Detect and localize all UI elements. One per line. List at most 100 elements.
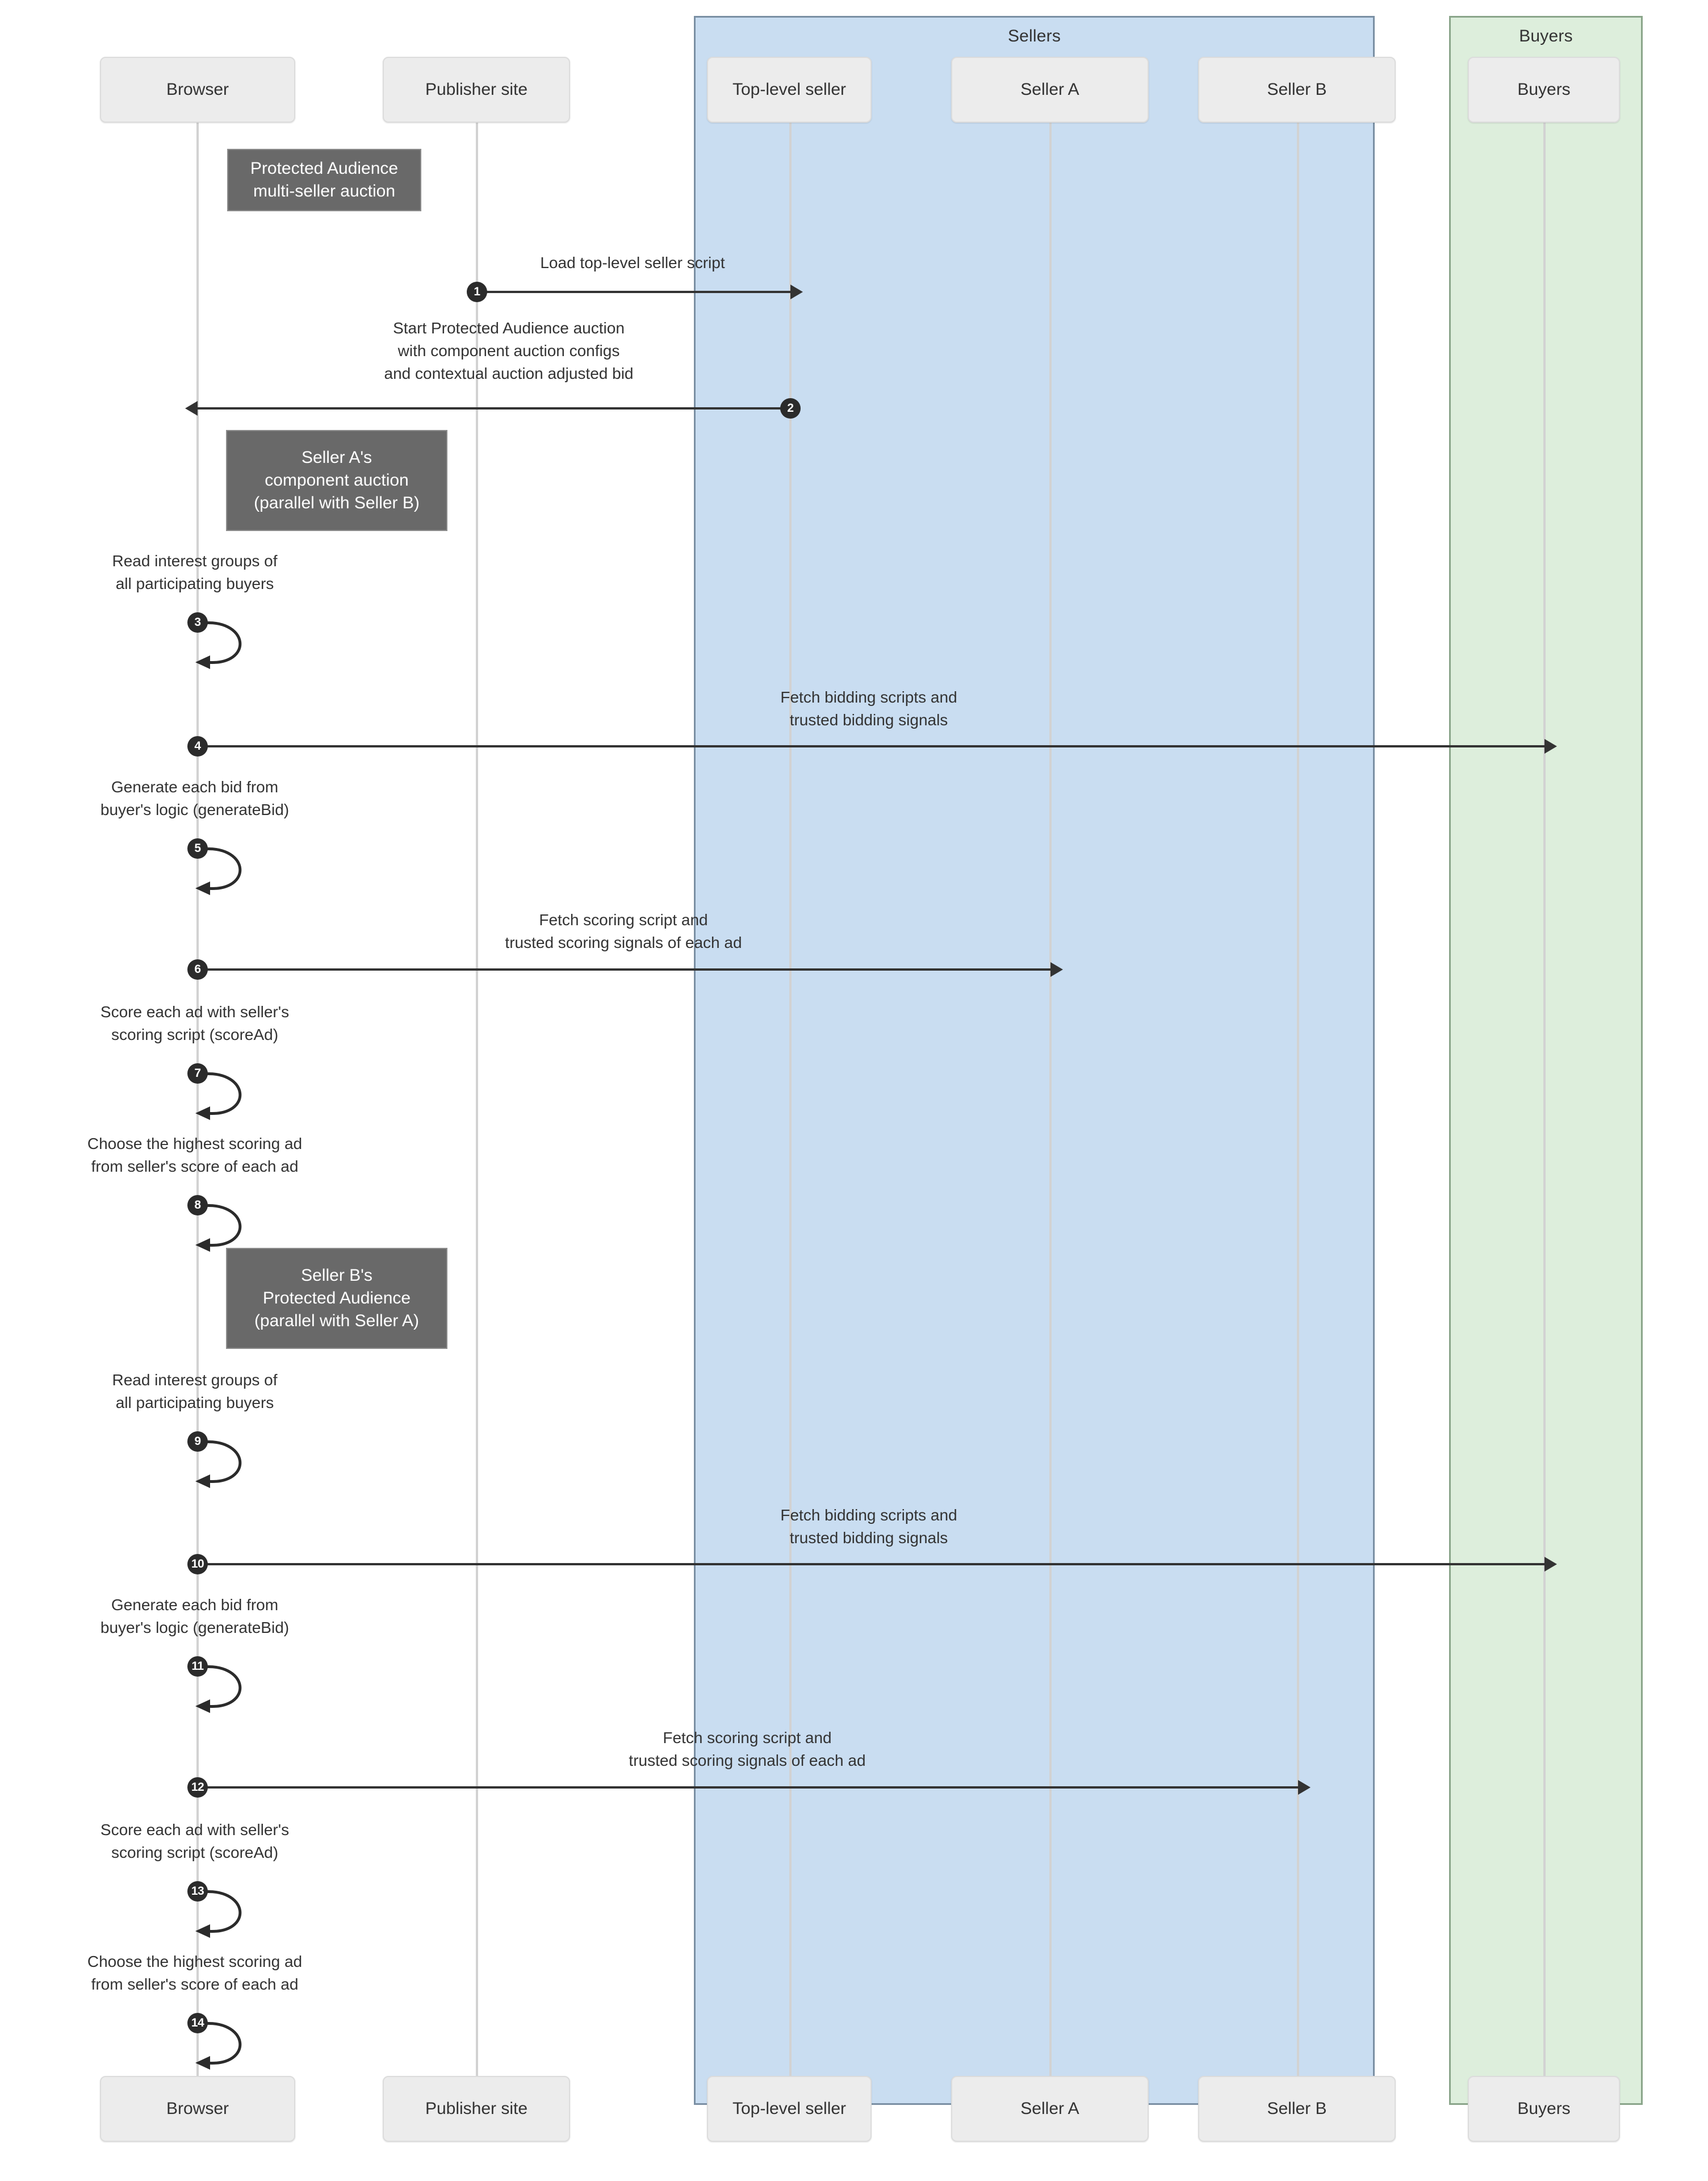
message-label-6: Fetch scoring script and trusted scoring… — [391, 909, 856, 954]
step-badge-4: 4 — [187, 736, 208, 757]
message-line: trusted bidding signals — [789, 711, 948, 729]
participant-label: Browser — [166, 2099, 229, 2118]
message-label-12: Fetch scoring script and trusted scoring… — [514, 1727, 980, 1772]
note-line: component auction — [265, 471, 409, 490]
message-line: all participating buyers — [115, 1393, 274, 1411]
message-label-11: Generate each bid from buyer's logic (ge… — [0, 1594, 393, 1639]
note-line: multi-seller auction — [253, 182, 396, 200]
lifeline-buyers — [1543, 122, 1546, 2076]
step-number: 5 — [194, 842, 201, 855]
participant-label: Seller B — [1267, 2099, 1327, 2118]
group-panel-buyers: Buyers — [1449, 16, 1643, 2105]
step-number: 12 — [191, 1781, 204, 1794]
message-arrow-10 — [198, 1563, 1544, 1565]
participant-buyers-top[interactable]: Buyers — [1468, 57, 1620, 123]
arrowhead-right-icon — [790, 285, 803, 299]
lifeline-top-level-seller — [789, 122, 792, 2076]
message-label-4: Fetch bidding scripts and trusted biddin… — [670, 686, 1068, 732]
arrowhead-right-icon — [1050, 962, 1063, 977]
message-label-3: Read interest groups of all participatin… — [0, 550, 393, 595]
group-label-sellers: Sellers — [1007, 27, 1061, 45]
message-label-10: Fetch bidding scripts and trusted biddin… — [670, 1504, 1068, 1549]
message-line: Choose the highest scoring ad — [87, 1953, 303, 1970]
arrowhead-right-icon — [1544, 739, 1557, 754]
message-line: scoring script (scoreAd) — [111, 1025, 279, 1043]
step-number: 1 — [474, 285, 480, 298]
step-number: 2 — [787, 402, 794, 415]
message-line: Choose the highest scoring ad — [87, 1135, 303, 1152]
participant-browser-bottom[interactable]: Browser — [100, 2076, 295, 2142]
participant-buyers-bottom[interactable]: Buyers — [1468, 2076, 1620, 2142]
message-label-14: Choose the highest scoring ad from selle… — [0, 1950, 411, 1996]
step-badge-9: 9 — [187, 1431, 208, 1452]
participant-seller-b-top[interactable]: Seller B — [1198, 57, 1396, 123]
note-seller-b-protected-audience: Seller B's Protected Audience (parallel … — [226, 1248, 447, 1349]
step-number: 3 — [194, 616, 201, 629]
participant-label: Top-level seller — [732, 2099, 847, 2118]
step-badge-8: 8 — [187, 1195, 208, 1215]
message-label-13: Score each ad with seller's scoring scri… — [0, 1819, 393, 1864]
step-badge-12: 12 — [187, 1777, 208, 1798]
participant-top-level-seller-top[interactable]: Top-level seller — [707, 57, 872, 123]
message-line: Load top-level seller script — [540, 254, 725, 271]
message-line: Read interest groups of — [112, 552, 278, 570]
message-label-1: Load top-level seller script — [434, 252, 831, 274]
participant-publisher-site-top[interactable]: Publisher site — [383, 57, 570, 123]
note-line: Seller A's — [301, 448, 372, 467]
arrowhead-left-icon — [185, 401, 198, 416]
message-label-2: Start Protected Audience auction with co… — [196, 317, 821, 385]
step-badge-13: 13 — [187, 1881, 208, 1902]
message-line: Start Protected Audience auction — [393, 319, 625, 337]
note-line: Protected Audience — [262, 1289, 411, 1308]
message-line: buyer's logic (generateBid) — [100, 800, 290, 818]
message-label-5: Generate each bid from buyer's logic (ge… — [0, 776, 393, 821]
message-line: Score each ad with seller's — [100, 1821, 290, 1839]
message-line: buyer's logic (generateBid) — [100, 1618, 290, 1636]
participant-label: Top-level seller — [732, 80, 847, 99]
group-label-buyers: Buyers — [1519, 27, 1573, 45]
participant-label: Buyers — [1517, 80, 1571, 99]
message-arrow-1 — [477, 291, 795, 293]
step-number: 14 — [191, 2016, 204, 2029]
participant-label: Seller B — [1267, 80, 1327, 99]
message-line: Generate each bid from — [111, 778, 279, 796]
message-line: trusted scoring signals of each ad — [505, 933, 742, 951]
note-protected-audience-multi-seller-auction: Protected Audience multi-seller auction — [227, 149, 421, 211]
message-line: Fetch scoring script and — [663, 1729, 832, 1747]
message-label-7: Score each ad with seller's scoring scri… — [0, 1001, 393, 1046]
step-number: 8 — [194, 1198, 201, 1211]
participant-top-level-seller-bottom[interactable]: Top-level seller — [707, 2076, 872, 2142]
message-line: Fetch bidding scripts and — [780, 688, 957, 706]
step-badge-14: 14 — [187, 2013, 208, 2033]
step-badge-11: 11 — [187, 1656, 208, 1677]
note-line: Seller B's — [301, 1266, 372, 1285]
note-line: (parallel with Seller A) — [254, 1311, 420, 1330]
participant-seller-a-bottom[interactable]: Seller A — [951, 2076, 1149, 2142]
message-line: Generate each bid from — [111, 1596, 279, 1614]
participant-seller-b-bottom[interactable]: Seller B — [1198, 2076, 1396, 2142]
message-arrow-4 — [198, 745, 1544, 747]
note-line: Protected Audience — [250, 159, 399, 178]
step-badge-6: 6 — [187, 959, 208, 980]
message-line: and contextual auction adjusted bid — [384, 364, 634, 382]
message-arrow-2 — [198, 407, 790, 410]
arrowhead-right-icon — [1298, 1780, 1311, 1795]
message-arrow-6 — [198, 968, 1050, 971]
message-line: Fetch scoring script and — [539, 911, 708, 929]
note-line: (parallel with Seller B) — [254, 493, 420, 512]
step-number: 11 — [191, 1660, 204, 1673]
message-line: trusted bidding signals — [789, 1528, 948, 1547]
message-arrow-12 — [198, 1786, 1298, 1789]
step-badge-5: 5 — [187, 838, 208, 859]
message-line: Score each ad with seller's — [100, 1003, 290, 1021]
message-label-8: Choose the highest scoring ad from selle… — [0, 1133, 411, 1178]
message-line: from seller's score of each ad — [91, 1975, 299, 1993]
participant-seller-a-top[interactable]: Seller A — [951, 57, 1149, 123]
message-line: with component auction configs — [397, 341, 620, 360]
step-number: 9 — [194, 1435, 201, 1448]
participant-label: Browser — [166, 80, 229, 99]
participant-browser-top[interactable]: Browser — [100, 57, 295, 123]
participant-publisher-site-bottom[interactable]: Publisher site — [383, 2076, 570, 2142]
lifeline-seller-b — [1297, 122, 1299, 2076]
